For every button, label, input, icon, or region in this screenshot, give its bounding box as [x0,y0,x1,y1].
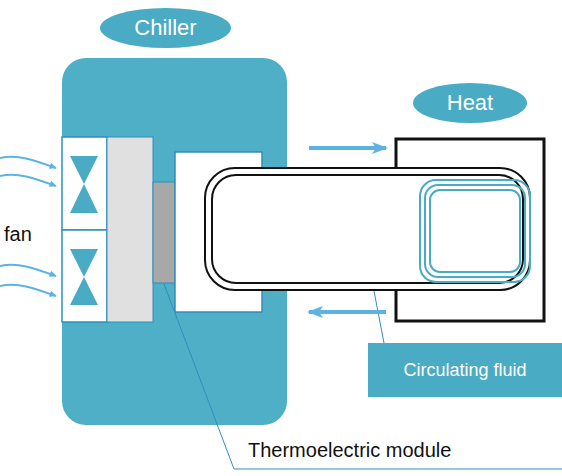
node-heading: Heat [413,83,527,123]
label-box: Circulating fluid [368,343,562,397]
flow-arrow [309,146,386,150]
air-flow [0,157,56,296]
part-label: Thermoelectric module [248,438,451,462]
flow-arrow [309,310,386,314]
heated-object [420,180,530,282]
chiller-node: Chiller [62,58,287,425]
heat-node: Heat [396,139,544,321]
node-heading: Chiller [100,8,230,48]
fan-label: fan [4,222,32,246]
label-slot: Thermoelectric module [248,438,451,462]
leader-line [374,291,384,343]
leader-line [164,284,562,469]
box-text: Circulating fluid [403,359,526,381]
fluid-loop [205,168,530,290]
label-slot: fan [4,222,32,246]
thermoelectric-module [153,182,175,283]
fan-unit [62,137,107,322]
heat-sink [107,137,153,322]
